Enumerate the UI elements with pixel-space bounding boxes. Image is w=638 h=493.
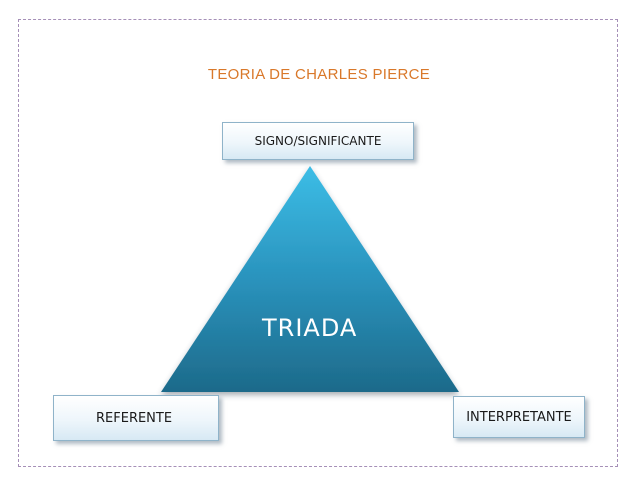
node-referente-label: REFERENTE — [96, 410, 173, 426]
node-interpretante-label: INTERPRETANTE — [466, 409, 572, 425]
triangle-shape — [161, 166, 459, 392]
triangle-label: TRIADA — [262, 314, 358, 342]
node-interpretante: INTERPRETANTE — [453, 396, 585, 438]
diagram-title: TEORIA DE CHARLES PIERCE — [207, 66, 431, 83]
node-signo-label: SIGNO/SIGNIFICANTE — [254, 134, 382, 148]
node-signo-significante: SIGNO/SIGNIFICANTE — [222, 122, 414, 160]
node-referente: REFERENTE — [53, 395, 219, 441]
slide-frame — [18, 19, 618, 467]
